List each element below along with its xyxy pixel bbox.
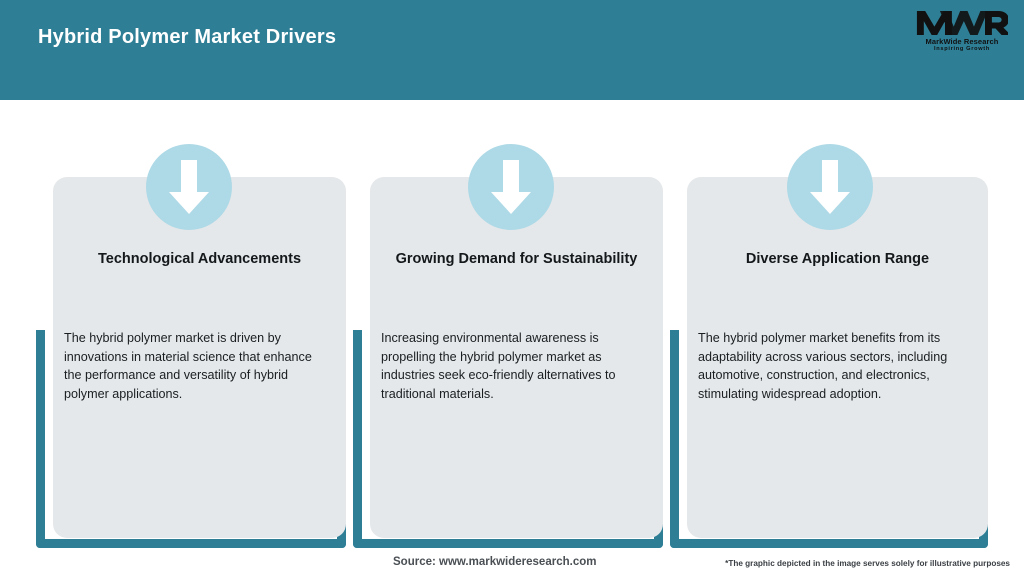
page-title: Hybrid Polymer Market Drivers: [38, 26, 337, 48]
card-title: Diverse Application Range: [745, 251, 930, 267]
card-body-text: The hybrid polymer market benefits from …: [698, 331, 948, 401]
card-panel: [370, 177, 663, 538]
logo-company-name: MarkWide Research: [925, 37, 999, 46]
card-panel: [53, 177, 346, 538]
card-title: Growing Demand for Sustainability: [395, 251, 638, 267]
brand-logo: MarkWide Research Inspiring Growth: [914, 8, 1010, 58]
header-bar: Hybrid Polymer Market Drivers MarkWide R…: [0, 0, 1024, 100]
driver-card-2[interactable]: Growing Demand for Sustainability Increa…: [353, 144, 663, 548]
logo-tagline: Inspiring Growth: [934, 46, 990, 52]
driver-card-1[interactable]: Technological Advancements The hybrid po…: [36, 144, 346, 548]
arrow-down-icon: [169, 160, 209, 214]
card-title: Technological Advancements: [97, 251, 302, 267]
card-icon-circle: [468, 144, 554, 230]
mwr-logo-icon: [916, 11, 1008, 35]
card-icon-circle: [146, 144, 232, 230]
arrow-down-icon: [491, 160, 531, 214]
card-body-text: The hybrid polymer market is driven by i…: [64, 331, 312, 401]
arrow-down-icon: [810, 160, 850, 214]
source-label: Source: www.markwideresearch.com: [393, 556, 597, 568]
card-icon-circle: [787, 144, 873, 230]
disclaimer-label: *The graphic depicted in the image serve…: [725, 559, 1010, 568]
driver-card-3[interactable]: Diverse Application Range The hybrid pol…: [670, 144, 988, 548]
card-body-text: Increasing environmental awareness is pr…: [381, 331, 616, 401]
card-panel: [687, 177, 988, 538]
